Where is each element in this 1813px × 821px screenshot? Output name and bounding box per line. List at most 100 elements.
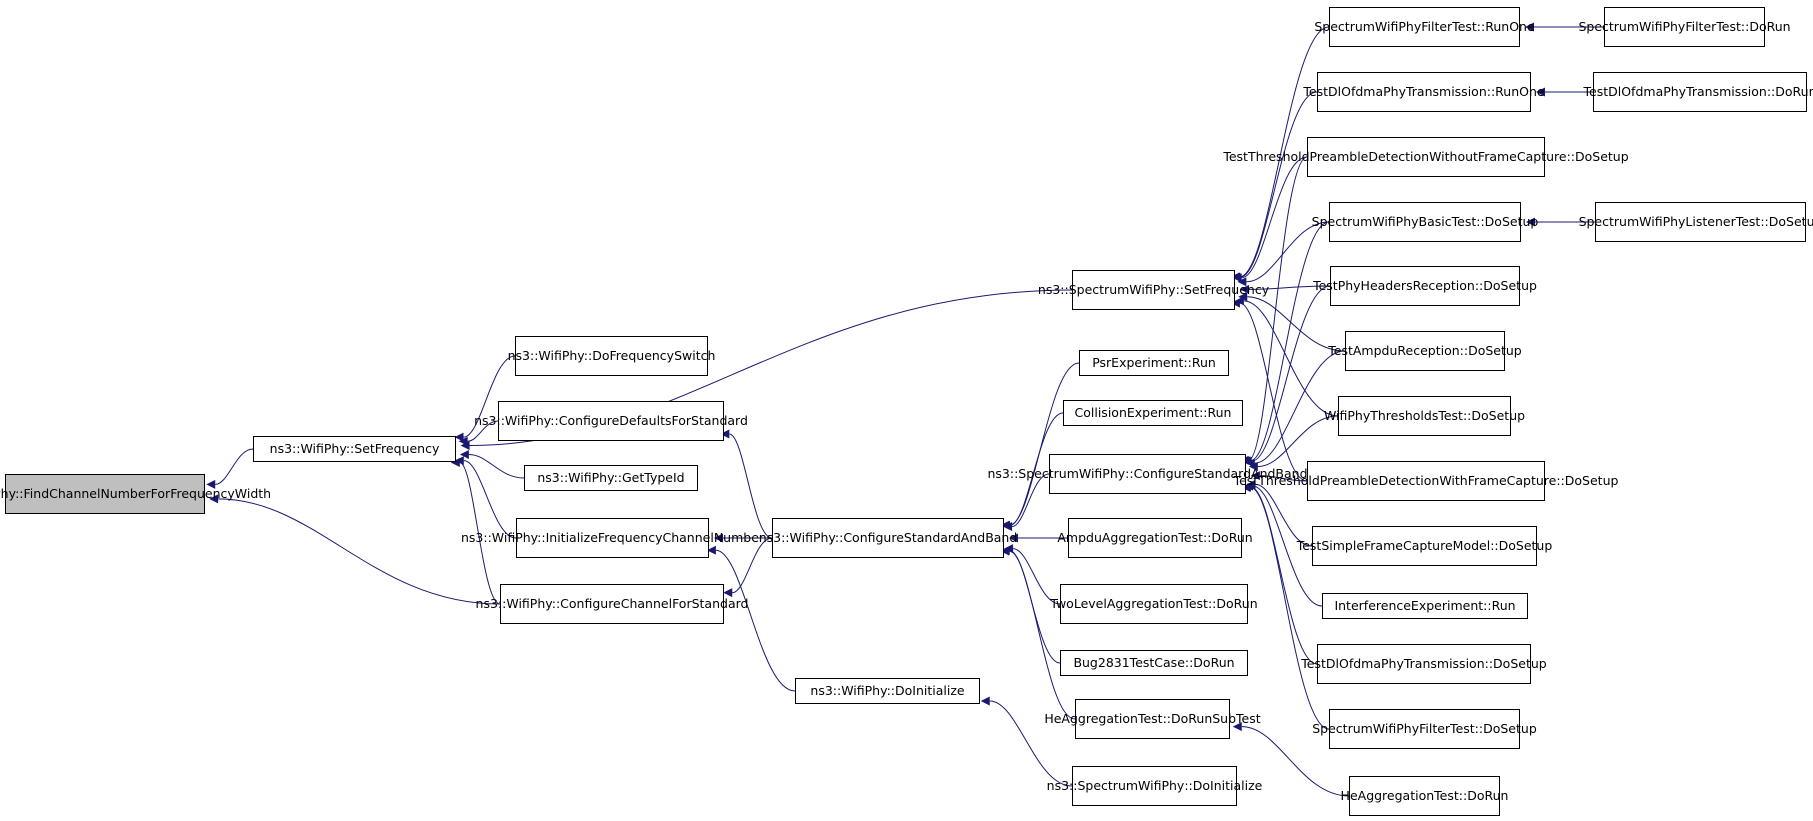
edge-n1-to-n0	[206, 448, 254, 489]
edge-n24-to-n7	[1234, 296, 1339, 417]
edge-n21-to-n12	[1241, 221, 1330, 466]
node-label-line: ::DoSetup	[1462, 408, 1526, 423]
node-label-line: AndBand	[960, 530, 1018, 545]
node-twolevelaggregationtest-dorun[interactable]: TwoLevelAggregationTest::DoRun	[1050, 584, 1258, 624]
node-ns3-spectrumwifiphy-doinitialize[interactable]: ns3::SpectrumWifiPhy::DoInitialize	[1047, 766, 1262, 806]
node-label-line: WithFrameCapture::DoSetup	[1439, 473, 1619, 488]
node-ns3-wifiphy-setfrequency[interactable]: ns3::WifiPhy::SetFrequency	[253, 436, 456, 462]
node-label-line: ns3::WifiPhy::SetFrequency	[269, 441, 440, 456]
node-ns3-wifiphy-findchannel-numberforfrequencywidth: ns3::WifiPhy::FindChannelNumberForFreque…	[0, 474, 271, 514]
node-label-line: ::DoSetup	[1474, 721, 1537, 736]
node-label-line: ns3::WifiPhy::DoFrequency	[507, 348, 675, 363]
node-label-line: ::RunOne	[1476, 19, 1535, 34]
node-label-line: TwoLevelAggregationTest	[1050, 596, 1208, 611]
node-label-line: ::DoSetup	[1490, 538, 1553, 553]
node-label-line: ns3::WifiPhy::GetTypeId	[537, 470, 685, 485]
node-ns3-spectrumwifiphy-configurestandardandband[interactable]: ns3::SpectrumWifiPhy::ConfigureStandardA…	[987, 454, 1308, 494]
edge-n2-to-n1	[450, 457, 501, 605]
node-label-line: ns3::WifiPhy::ConfigureDefaults	[474, 413, 672, 428]
node-testampdureception-dosetup[interactable]: TestAmpduReception::DoSetup	[1328, 331, 1522, 371]
node-label-line: SpectrumWifiPhyBasicTest	[1311, 214, 1477, 229]
edge-n29-to-n12	[1241, 482, 1330, 730]
edge-n22-to-n12	[1242, 285, 1331, 466]
node-psrexperiment-run[interactable]: PsrExperiment::Run	[1079, 350, 1229, 376]
edge-n6-to-n1	[454, 456, 517, 539]
node-heaggregationtest-dorunsubtest[interactable]: HeAggregationTest::DoRunSubTest	[1044, 699, 1261, 739]
node-label-line: ::DoSetup	[1484, 656, 1547, 671]
node-spectrumwifiphyfiltertest-dorun[interactable]: SpectrumWifiPhyFilterTest::DoRun	[1578, 7, 1791, 47]
node-ns3-wifiphy-doinitialize[interactable]: ns3::WifiPhy::DoInitialize	[795, 678, 980, 704]
edge-n23-to-n7	[1238, 292, 1346, 352]
node-label-line: HeAggregationTest::	[1340, 788, 1468, 803]
node-label-line: SpectrumWifiPhyFilterTest	[1314, 19, 1477, 34]
node-label-line: DoRunSubTest	[1171, 711, 1261, 726]
edge-n11-to-n8	[1000, 412, 1064, 530]
edge-n9-to-n6	[706, 545, 796, 692]
node-testdlofdmaphytransmission-runone[interactable]: TestDlOfdmaPhyTransmission::RunOne	[1303, 72, 1545, 112]
node-collisionexperiment-run[interactable]: CollisionExperiment::Run	[1063, 400, 1243, 426]
node-ns3-spectrumwifiphy-setfrequency[interactable]: ns3::SpectrumWifiPhy::SetFrequency	[1038, 270, 1269, 310]
edge-n5-to-n1	[459, 449, 525, 479]
node-testdlofdmaphytransmission-dorun[interactable]: TestDlOfdmaPhyTransmission::DoRun	[1584, 72, 1813, 112]
node-testsimpleframecapturemodel-dosetup[interactable]: TestSimpleFrameCaptureModel::DoSetup	[1297, 526, 1552, 566]
node-label-line: SpectrumWifiPhyFilterTest	[1578, 19, 1741, 34]
edge-n24-to-n12	[1248, 415, 1339, 472]
node-label-line: Bug2831TestCase::DoRun	[1073, 655, 1235, 670]
node-bug2831testcase-dorun[interactable]: Bug2831TestCase::DoRun	[1060, 650, 1248, 676]
node-label-line: ns3::WifiPhy::ConfigureStandard	[758, 530, 961, 545]
node-label-line: SpectrumWifiPhyFilterTest	[1312, 721, 1475, 736]
node-label-line: ns3::WifiPhy::ConfigureChannel	[475, 596, 673, 611]
node-label-line: ::DoSetup	[1476, 214, 1539, 229]
node-label-line: ns3::WifiPhy::FindChannel	[0, 486, 101, 501]
node-label-line: TestDlOfdmaPhyTransmission	[1583, 84, 1767, 99]
node-label-line: ::DoRun	[1203, 530, 1253, 545]
node-label-line: ::DoRun	[1207, 596, 1258, 611]
node-label-line: ns3::SpectrumWifiPhy	[1046, 778, 1185, 793]
edge-n16-to-n8	[1000, 546, 1076, 720]
node-label-line: TestThresholdPreambleDetection	[1233, 473, 1440, 488]
edge-n20-to-n12	[1239, 156, 1308, 465]
node-label-line: AmpduAggregationTest	[1057, 530, 1203, 545]
node-label-line: TestSimpleFrameCaptureModel	[1296, 538, 1491, 553]
node-label-line: TestDlOfdmaPhyTransmission	[1303, 84, 1487, 99]
edge-n30-to-n16	[1232, 722, 1350, 797]
node-interferenceexperiment-run[interactable]: InterferenceExperiment::Run	[1322, 593, 1528, 619]
node-label-line: ::DoRun	[1766, 84, 1813, 99]
node-label-line: TestThresholdPreambleDetection	[1223, 149, 1430, 164]
node-wifiphythresholdstest-dosetup[interactable]: WifiPhyThresholdsTest::DoSetup	[1324, 396, 1525, 436]
node-label-line: TestPhyHeadersReception	[1313, 278, 1475, 293]
edge-n8-to-n2	[723, 537, 773, 598]
node-label-line: SpectrumWifiPhyListenerTest	[1578, 214, 1761, 229]
edge-n8-to-n4	[720, 429, 773, 539]
edge-n10-to-n8	[1000, 362, 1080, 530]
edge-n4-to-n1	[458, 420, 499, 446]
node-spectrumwifiphylistenertest-dosetup[interactable]: SpectrumWifiPhyListenerTest::DoSetup	[1579, 202, 1813, 242]
node-label-line: DoRun	[1467, 788, 1509, 803]
edge-n14-to-n8	[1004, 544, 1061, 605]
edge-n19-to-n7	[1231, 91, 1318, 282]
edge-n3-to-n1	[454, 355, 516, 442]
edge-n25-to-n7	[1230, 298, 1308, 482]
node-label-line: ForStandard	[672, 596, 749, 611]
node-spectrumwifiphybasictest-dosetup[interactable]: SpectrumWifiPhyBasicTest::DoSetup	[1312, 202, 1538, 242]
node-spectrumwifiphyfiltertest-runone[interactable]: SpectrumWifiPhyFilterTest::RunOne	[1314, 7, 1535, 47]
node-label-line: ns3::WifiPhy::DoInitialize	[810, 683, 965, 698]
node-heaggregationtest-dorun[interactable]: HeAggregationTest::DoRun	[1341, 776, 1508, 816]
edge-n28-to-n12	[1241, 482, 1318, 665]
node-testphyheadersreception-dosetup[interactable]: TestPhyHeadersReception::DoSetup	[1313, 266, 1537, 306]
node-label-line: TestDlOfdmaPhyTransmission	[1301, 656, 1485, 671]
node-spectrumwifiphyfiltertest-dosetup[interactable]: SpectrumWifiPhyFilterTest::DoSetup	[1312, 709, 1537, 749]
node-ampduaggregationtest-dorun[interactable]: AmpduAggregationTest::DoRun	[1057, 518, 1253, 558]
node-ns3-wifiphy-gettypeid[interactable]: ns3::WifiPhy::GetTypeId	[524, 465, 698, 491]
node-label-line: ::DoSetup	[1760, 214, 1813, 229]
edge-n2-to-n0	[209, 494, 501, 605]
node-testdlofdmaphytransmission-dosetup[interactable]: TestDlOfdmaPhyTransmission::DoSetup	[1301, 644, 1547, 684]
